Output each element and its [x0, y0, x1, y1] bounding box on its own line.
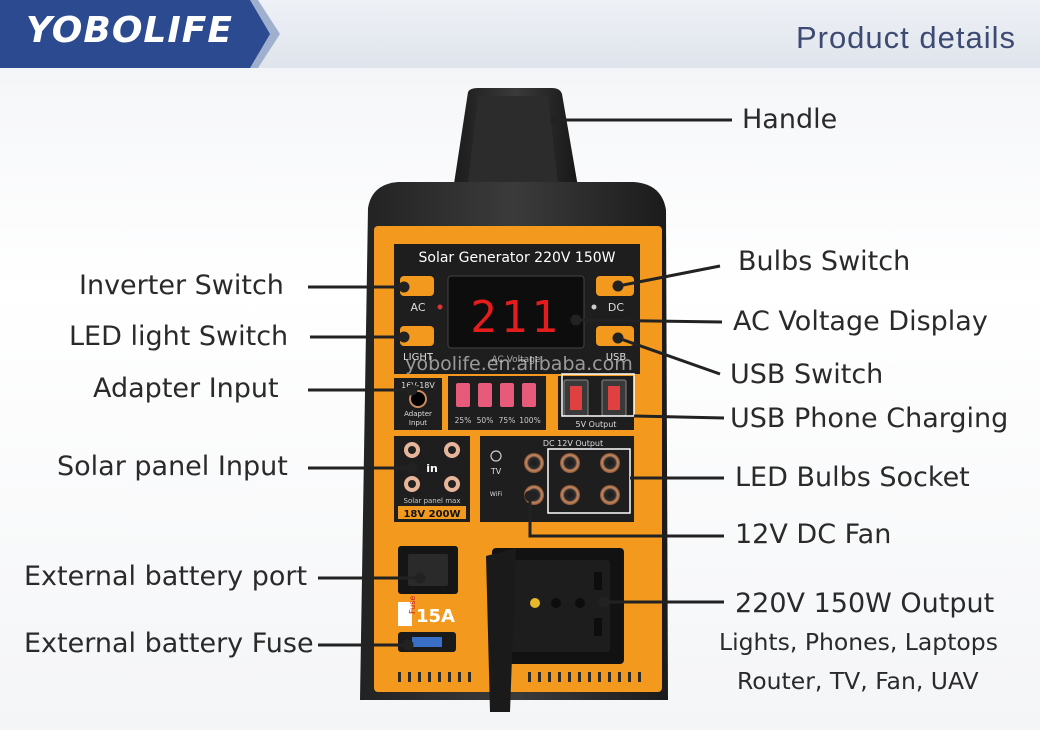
- adapter-label-2: Input: [409, 419, 427, 427]
- fuse-value: 15A: [416, 606, 455, 627]
- solar-in-label: in: [426, 462, 438, 475]
- label-usb-switch: USB Switch: [730, 359, 884, 390]
- usb-label: USB: [606, 352, 627, 363]
- brand-banner: [0, 0, 280, 68]
- watermark: yobolife.en.alibaba.com: [405, 353, 633, 375]
- ac-voltage-label: AC Voltage: [492, 355, 541, 365]
- panel-title: Solar Generator 220V 150W: [419, 250, 616, 266]
- label-output-uses-1: Lights, Phones, Laptops: [719, 628, 998, 656]
- adapter-range: 16V-18V: [401, 381, 435, 390]
- ac-voltage-display: [447, 275, 585, 349]
- ac-label: AC: [410, 301, 425, 314]
- label-dc-fan: 12V DC Fan: [735, 519, 892, 550]
- battery-level-100: 100%: [519, 416, 540, 425]
- battery-bars: [456, 383, 536, 407]
- label-led-light-switch: LED light Switch: [69, 321, 289, 352]
- label-usb-phone-charging: USB Phone Charging: [730, 403, 1009, 434]
- fan-icon: [490, 450, 502, 462]
- solar-sockets[interactable]: [404, 442, 460, 492]
- vents: [398, 672, 641, 682]
- wifi-label: WiFi: [490, 491, 502, 498]
- dc-sockets[interactable]: [524, 453, 620, 505]
- handle[interactable]: [450, 88, 582, 210]
- fuse-label: Fuse: [408, 596, 417, 614]
- light-label: LIGHT: [403, 352, 434, 363]
- brand-logo: YOBOLIFE: [26, 10, 233, 51]
- inverter-switch[interactable]: [400, 276, 434, 296]
- battery-level-75: 75%: [499, 416, 516, 425]
- usb-highlight: [561, 373, 635, 417]
- display-value: 211: [470, 292, 561, 343]
- label-external-battery-port: External battery port: [24, 561, 308, 592]
- dc-output-panel: [480, 436, 634, 522]
- label-solar-panel-input: Solar panel Input: [57, 451, 288, 482]
- dc-output-label: DC 12V Output: [543, 439, 603, 448]
- label-external-battery-fuse: External battery Fuse: [24, 628, 314, 659]
- label-ac-voltage-display: AC Voltage Display: [733, 306, 988, 337]
- battery-level-50: 50%: [477, 416, 494, 425]
- dc-label: DC: [608, 301, 624, 314]
- usb-output-label: 5V Output: [576, 420, 617, 429]
- solar-rating: 18V 200W: [403, 509, 460, 520]
- label-bulbs-switch: Bulbs Switch: [738, 246, 911, 277]
- socket-flap[interactable]: [486, 548, 516, 712]
- fuse-tag: [398, 602, 412, 626]
- battery-level-25: 25%: [455, 416, 472, 425]
- callout-lines: [308, 114, 732, 651]
- label-led-bulbs-socket: LED Bulbs Socket: [735, 462, 970, 493]
- tv-label: TV: [490, 467, 502, 476]
- adapter-label-1: Adapter: [404, 410, 432, 418]
- page-title: Product details: [795, 20, 1016, 55]
- label-output-uses-2: Router, TV, Fan, UAV: [737, 667, 979, 695]
- ac-indicator: [437, 304, 443, 310]
- label-handle: Handle: [742, 104, 838, 135]
- label-adapter-input: Adapter Input: [93, 373, 279, 404]
- label-inverter-switch: Inverter Switch: [79, 270, 284, 301]
- bulb-socket-highlight: [547, 448, 631, 514]
- dc-indicator: [591, 304, 597, 310]
- led-light-switch[interactable]: [400, 326, 434, 346]
- label-output: 220V 150W Output: [735, 588, 995, 619]
- solar-max-label: Solar panel max: [404, 497, 461, 505]
- solar-rating-badge: [398, 506, 466, 519]
